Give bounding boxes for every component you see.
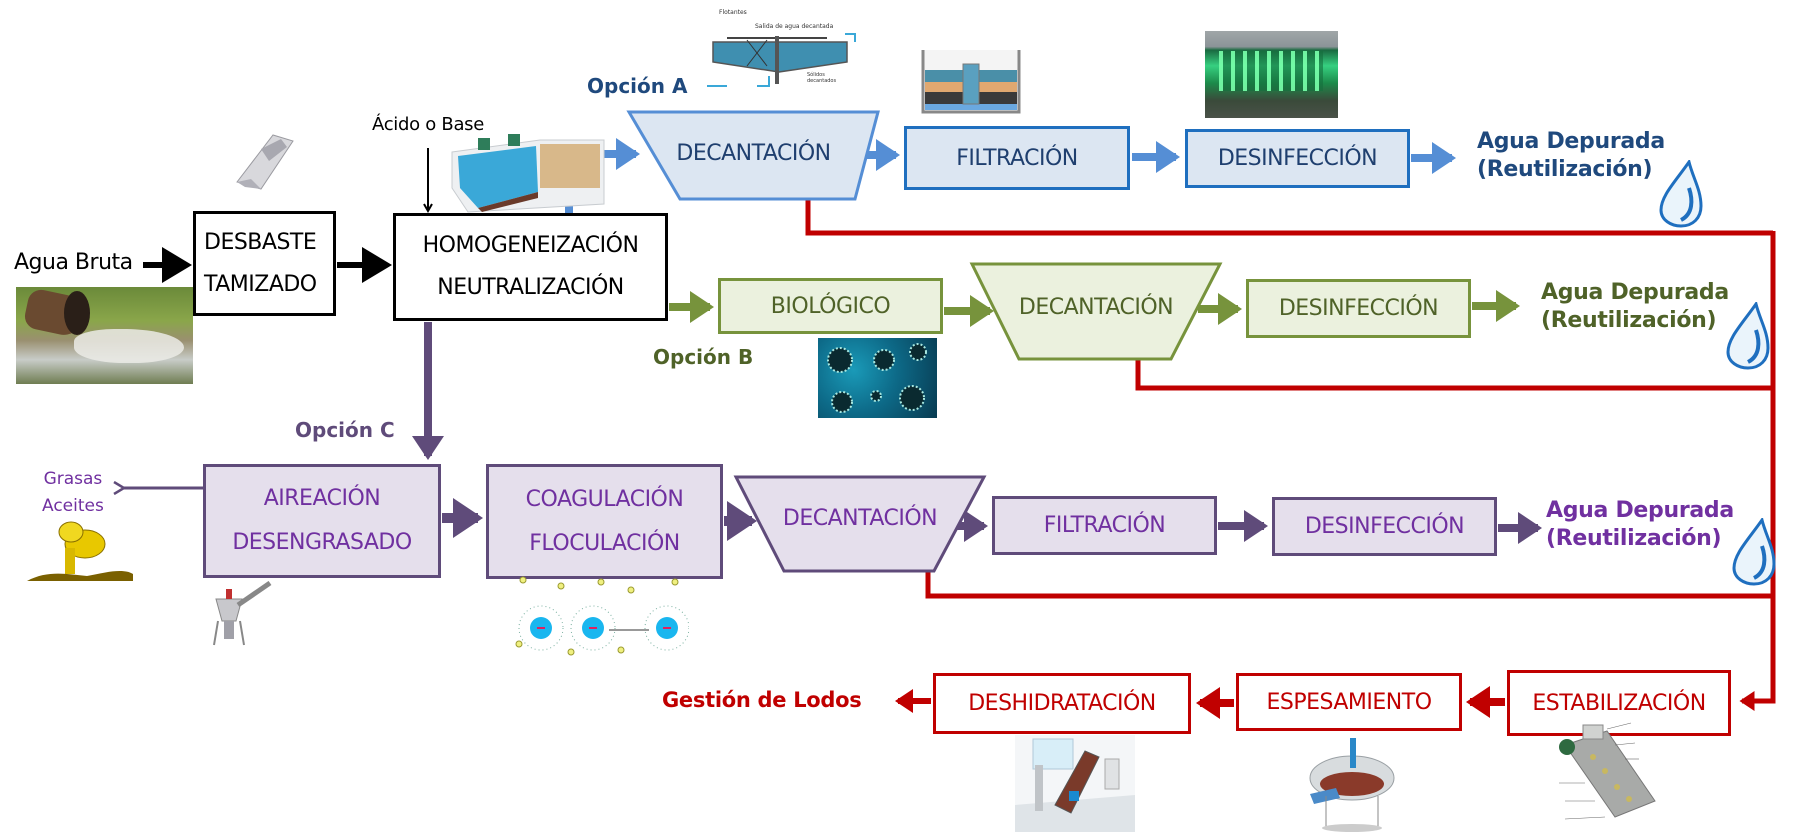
coagulacion-floculacion-box[interactable]: COAGULACIÓN FLOCULACIÓN [486,464,723,579]
homogenization-tank-illustration [448,128,608,214]
decantacion-c-label[interactable]: DECANTACIÓN [782,506,938,531]
virus-icon [827,343,927,413]
filtracion-a-box[interactable]: FILTRACIÓN [904,126,1130,190]
espesamiento-label: ESPESAMIENTO [1266,689,1432,715]
option-b-output: Agua Depurada (Reutilización) [1541,279,1729,335]
particles-icon [515,576,689,656]
oil-drops-illustration [27,518,133,581]
decantacion-b-label[interactable]: DECANTACIÓN [1018,295,1174,320]
deshidratacion-box[interactable]: DESHIDRATACIÓN [933,673,1191,734]
water-drop-icon [1659,160,1703,228]
uv-disinfection-photo [1205,31,1338,118]
floculacion-label: FLOCULACIÓN [529,530,680,556]
desinfeccion-c-label: DESINFECCIÓN [1304,514,1465,539]
uv-lamps-icon [1219,51,1323,91]
option-b-output-line1: Agua Depurada [1541,280,1729,305]
neutralizacion-label: NEUTRALIZACIÓN [437,275,624,300]
desinfeccion-c-box[interactable]: DESINFECCIÓN [1272,497,1497,556]
thickener-icon [1309,738,1395,832]
dewatering-icon [1015,735,1135,832]
decantacion-b-shape [969,262,1223,361]
decantacion-c-shape [733,475,987,573]
desinfeccion-b-box[interactable]: DESINFECCIÓN [1246,279,1471,338]
aireacion-label: AIREACIÓN [263,486,381,511]
decantacion-a-label[interactable]: DECANTACIÓN [676,141,831,166]
tank-icon [451,134,605,213]
clarifier-label-salida: Salida de agua decantada [755,23,834,30]
sludge-main-line [1739,231,1776,711]
deshidratacion-label: DESHIDRATACIÓN [968,691,1156,716]
option-a-output-line1: Agua Depurada [1477,129,1665,154]
screen-channel-icon [236,134,294,190]
grasas-label: Grasas [43,469,103,489]
filtracion-c-label: FILTRACIÓN [1043,513,1166,538]
water-flow-icon [74,329,184,363]
option-b-label: Opción B [653,345,754,369]
aerator-icon [213,581,272,646]
desinfeccion-b-label: DESINFECCIÓN [1278,296,1439,321]
option-a-output-line2: (Reutilización) [1477,157,1653,182]
estabilizacion-label: ESTABILIZACIÓN [1532,690,1706,716]
gestion-lodos-label: Gestión de Lodos [662,688,862,712]
clarifier-label-solidos: Sólidos [807,71,825,78]
lime-stabilizer-illustration [1555,717,1667,832]
screw-conveyor-illustration [208,581,278,647]
option-a-label: Opción A [587,74,688,98]
sludge-line-option-c [925,571,1773,599]
filtracion-c-box[interactable]: FILTRACIÓN [992,496,1217,555]
sludge-line-option-a [805,199,1773,236]
aceites-label: Aceites [42,496,104,516]
option-c-output: Agua Depurada (Reutilización) [1546,497,1734,553]
option-c-label: Opción C [295,418,395,442]
decantacion-a-shape [626,110,880,201]
aireacion-desengrasado-box[interactable]: AIREACIÓN DESENGRASADO [203,464,441,578]
homogeneizacion-neutralizacion-box[interactable]: HOMOGENEIZACIÓN NEUTRALIZACIÓN [393,213,668,321]
acid-base-label: Ácido o Base [372,114,485,135]
water-drop-icon [1732,518,1776,586]
desinfeccion-a-box[interactable]: DESINFECCIÓN [1185,129,1410,188]
microorganisms-photo [818,338,937,418]
sand-filter-diagram [919,46,1023,116]
filter-icon [921,50,1021,114]
water-drop-icon [1726,302,1770,370]
clarifier-label-flotantes: Flotantes [719,9,747,16]
option-c-output-line2: (Reutilización) [1546,526,1722,551]
espesamiento-box[interactable]: ESPESAMIENTO [1236,673,1462,731]
tamizado-label: TAMIZADO [204,271,317,297]
thickener-tank-illustration [1306,738,1398,832]
sludge-line-option-b [1135,359,1773,391]
coagulation-particles-diagram [511,572,689,660]
option-b-output-line2: (Reutilización) [1541,308,1717,333]
filtracion-a-label: FILTRACIÓN [956,145,1078,171]
grasas-aceites-label: Grasas Aceites [42,466,104,520]
raw-water-label: Agua Bruta [14,250,133,275]
desengrasado-label: DESENGRASADO [232,530,412,555]
estabilizacion-box[interactable]: ESTABILIZACIÓN [1507,670,1731,736]
stabilizer-icon [1559,722,1656,820]
desinfeccion-a-label: DESINFECCIÓN [1217,146,1378,171]
clarifier-label-decantados: decantados [807,78,836,84]
desbaste-label: DESBASTE [204,229,317,255]
clarifier-icon: Flotantes Salida de agua decantada Sólid… [707,9,856,87]
centrifuge-illustration [1015,735,1135,832]
biologico-box[interactable]: BIOLÓGICO [718,278,943,334]
oil-drop-icon [27,521,133,581]
homogeneizacion-label: HOMOGENEIZACIÓN [422,233,639,258]
screen-illustration [231,127,298,194]
coagulacion-label: COAGULACIÓN [525,486,684,512]
pipe-opening-icon [64,291,90,335]
option-a-output: Agua Depurada (Reutilización) [1477,128,1665,184]
option-c-output-line1: Agua Depurada [1546,498,1734,523]
desbaste-tamizado-box[interactable]: DESBASTE TAMIZADO [193,211,336,316]
raw-water-pipe-photo [16,287,193,384]
biologico-label: BIOLÓGICO [770,293,891,319]
clarifier-diagram: Flotantes Salida de agua decantada Sólid… [707,6,863,91]
